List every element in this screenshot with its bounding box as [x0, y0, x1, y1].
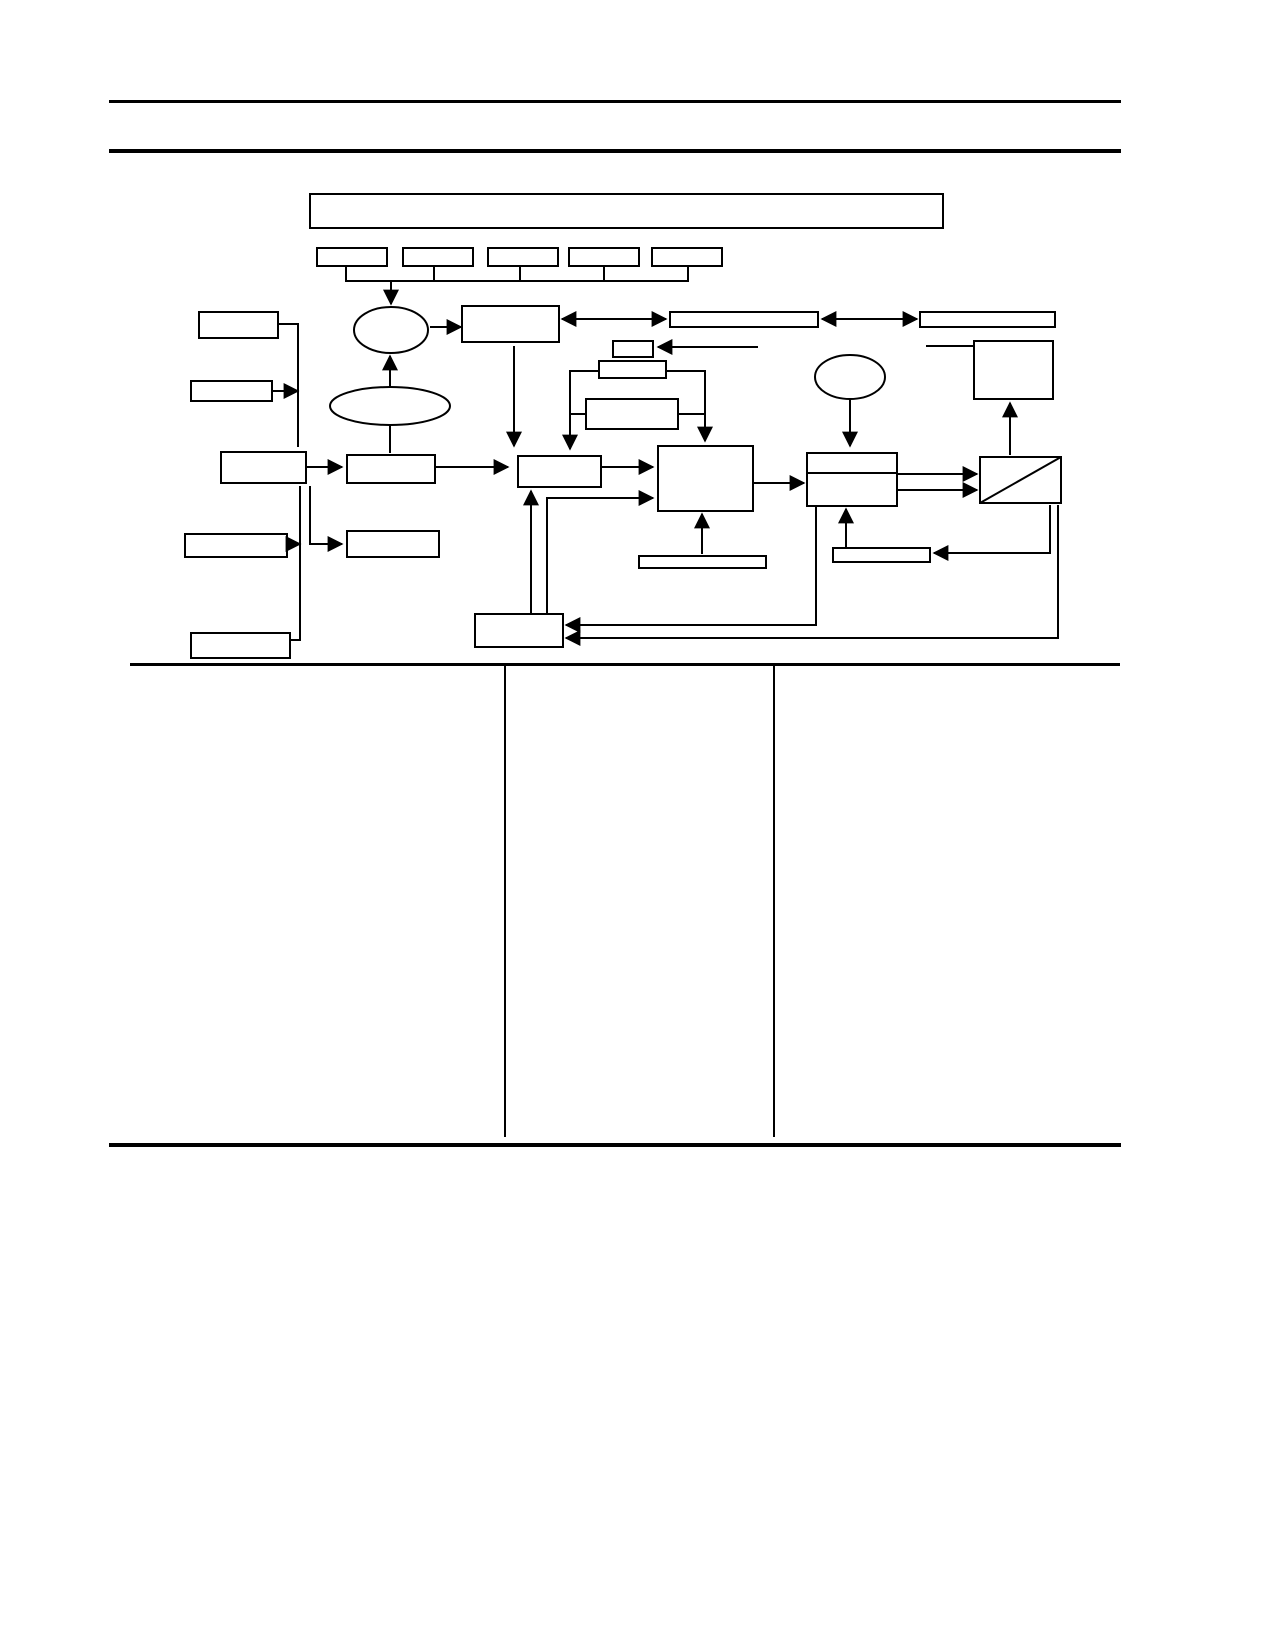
column-divider-2 [773, 664, 775, 1137]
small-tag-box [612, 340, 654, 358]
bottom-input-bar [638, 555, 767, 569]
side-output-box [346, 530, 440, 558]
converter-return-arrow [564, 505, 1059, 646]
left-source-box-2 [190, 380, 273, 402]
selector-right-branch [666, 370, 713, 443]
bottom-source-collector [287, 486, 300, 641]
flow-diagram [184, 193, 1062, 659]
split-return-arrow [564, 506, 817, 633]
process-oval-right [814, 354, 886, 400]
input-box-3 [487, 247, 559, 267]
column-divider-1 [504, 664, 506, 1137]
left-source-box-1 [198, 311, 279, 339]
main-processor-box [657, 445, 754, 512]
input-box-4 [568, 247, 640, 267]
return-to-main-arrow [546, 490, 655, 614]
table-rule-bottom [109, 1143, 1121, 1147]
left-source-box-4 [190, 632, 291, 659]
table-rule-top [130, 663, 1120, 666]
input-box-1 [316, 247, 388, 267]
selector-left-branch [562, 370, 599, 451]
central-process-box [461, 305, 560, 343]
input-bus-line [345, 266, 689, 282]
feedback-bar [832, 547, 931, 563]
converter-diagonal [979, 456, 1062, 504]
data-store-bar-1 [669, 311, 819, 328]
converter-to-feedback-arrow [932, 505, 1051, 561]
process-oval-top [353, 306, 429, 354]
return-box [474, 613, 564, 648]
input-box-2 [402, 247, 474, 267]
data-store-bar-2 [919, 311, 1056, 328]
diagram-title-box [309, 193, 944, 229]
header-rule-top [109, 100, 1121, 103]
left-source-collector [272, 323, 298, 447]
left-source-box-3 [184, 533, 288, 558]
process-box-left [346, 454, 436, 484]
split-box [806, 452, 898, 507]
middle-process-box [517, 455, 602, 488]
header-rule-bottom [109, 149, 1121, 153]
input-box-5 [651, 247, 723, 267]
output-box-top-right [973, 340, 1054, 400]
left-hub-box [220, 451, 307, 484]
hub-to-side-arrow [309, 486, 344, 552]
process-oval-middle [329, 386, 451, 426]
selector-box [598, 360, 667, 379]
control-box [585, 398, 679, 430]
